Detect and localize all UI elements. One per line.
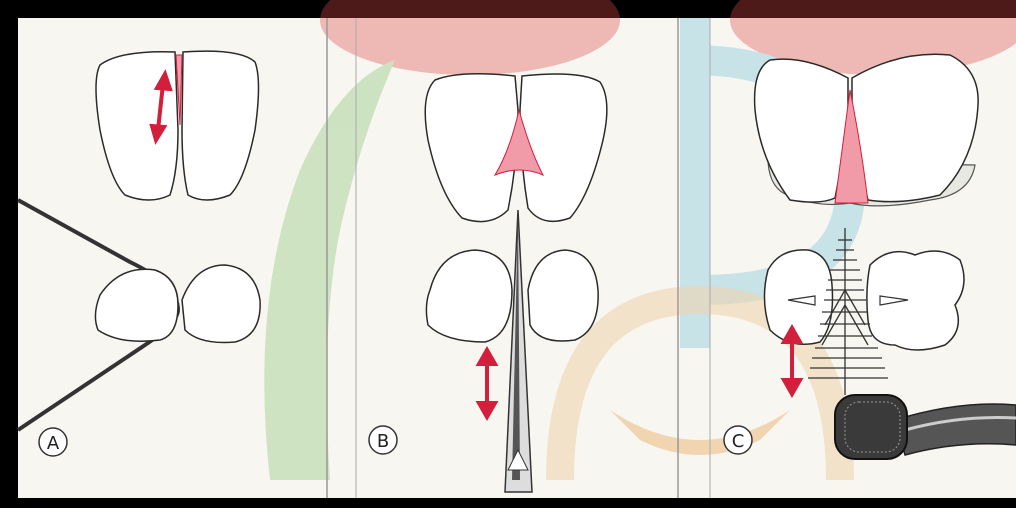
panel-label-c: C [724, 426, 752, 454]
panel-label-a: A [39, 428, 67, 456]
panel-label-b-text: B [377, 431, 389, 452]
molar-left-occlusal [764, 250, 832, 344]
panel-label-c-text: C [732, 431, 745, 452]
panel-label-b: B [369, 426, 397, 454]
incisor-right-occlusal-b [528, 250, 598, 341]
panel-label-a-text: A [47, 433, 60, 454]
